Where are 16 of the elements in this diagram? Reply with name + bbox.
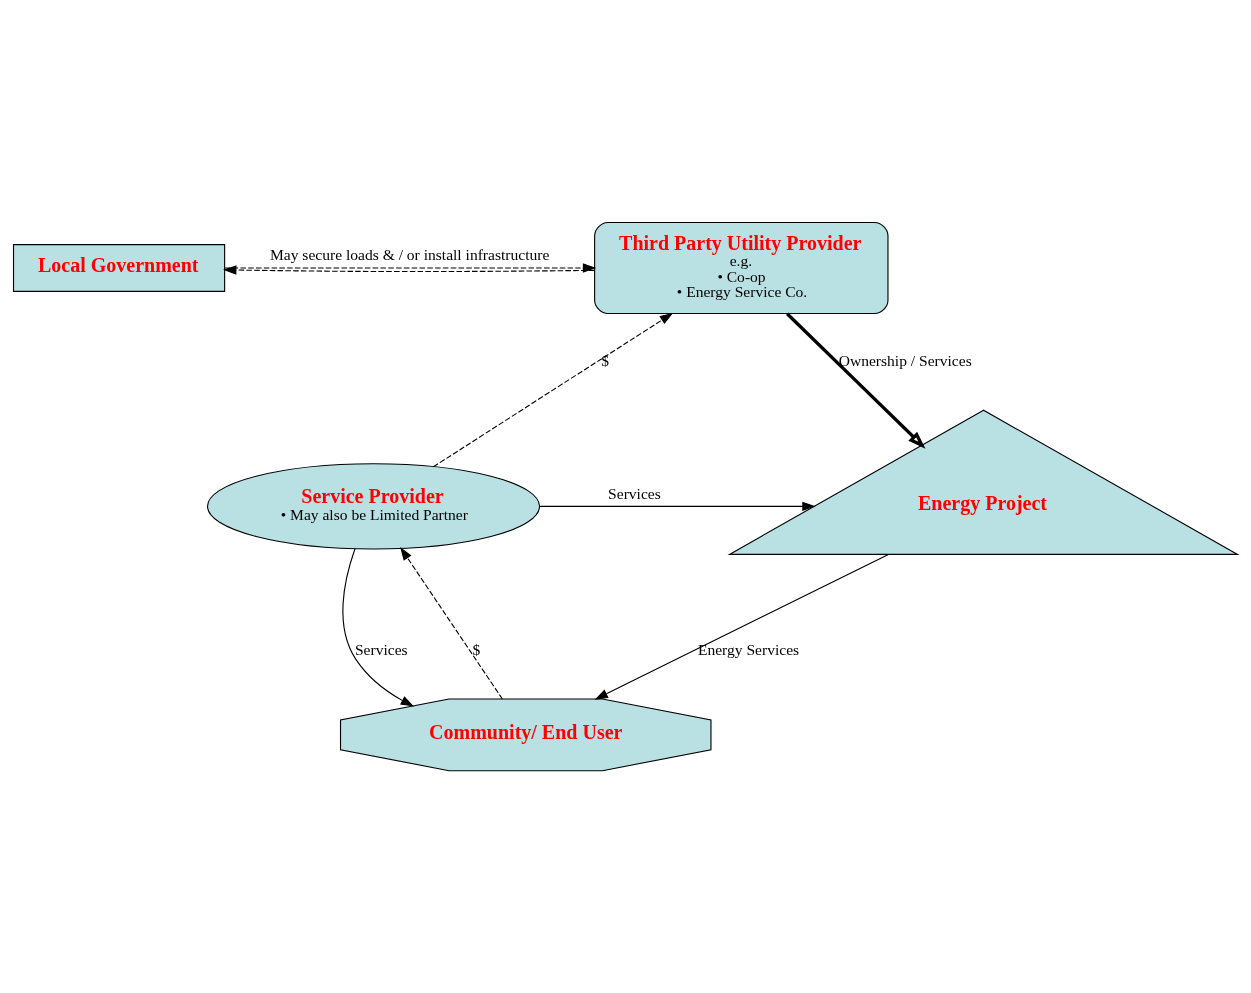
edge-label: $ [601,352,610,369]
node-box: Local Government [12,244,226,292]
edge-label: Services [608,484,661,502]
node-box: Third Party Utility Provider e.g. • Co-op • Energy Service Co. [594,221,889,315]
arrow [342,548,414,707]
edge-label: May secure loads & / or install infrastructure [269,246,550,264]
edge-label: Ownership / Services [838,352,972,369]
edge-label: Services [354,640,408,658]
node-ellipse: Service Provider • May also be Limited Partner [206,463,541,550]
arrow [786,312,926,449]
edge-label: Energy Services [697,640,800,658]
edge-label: $ [472,640,481,658]
arrow [400,547,503,700]
arrow [432,312,674,468]
arrow [538,501,816,511]
arrow [594,553,889,700]
